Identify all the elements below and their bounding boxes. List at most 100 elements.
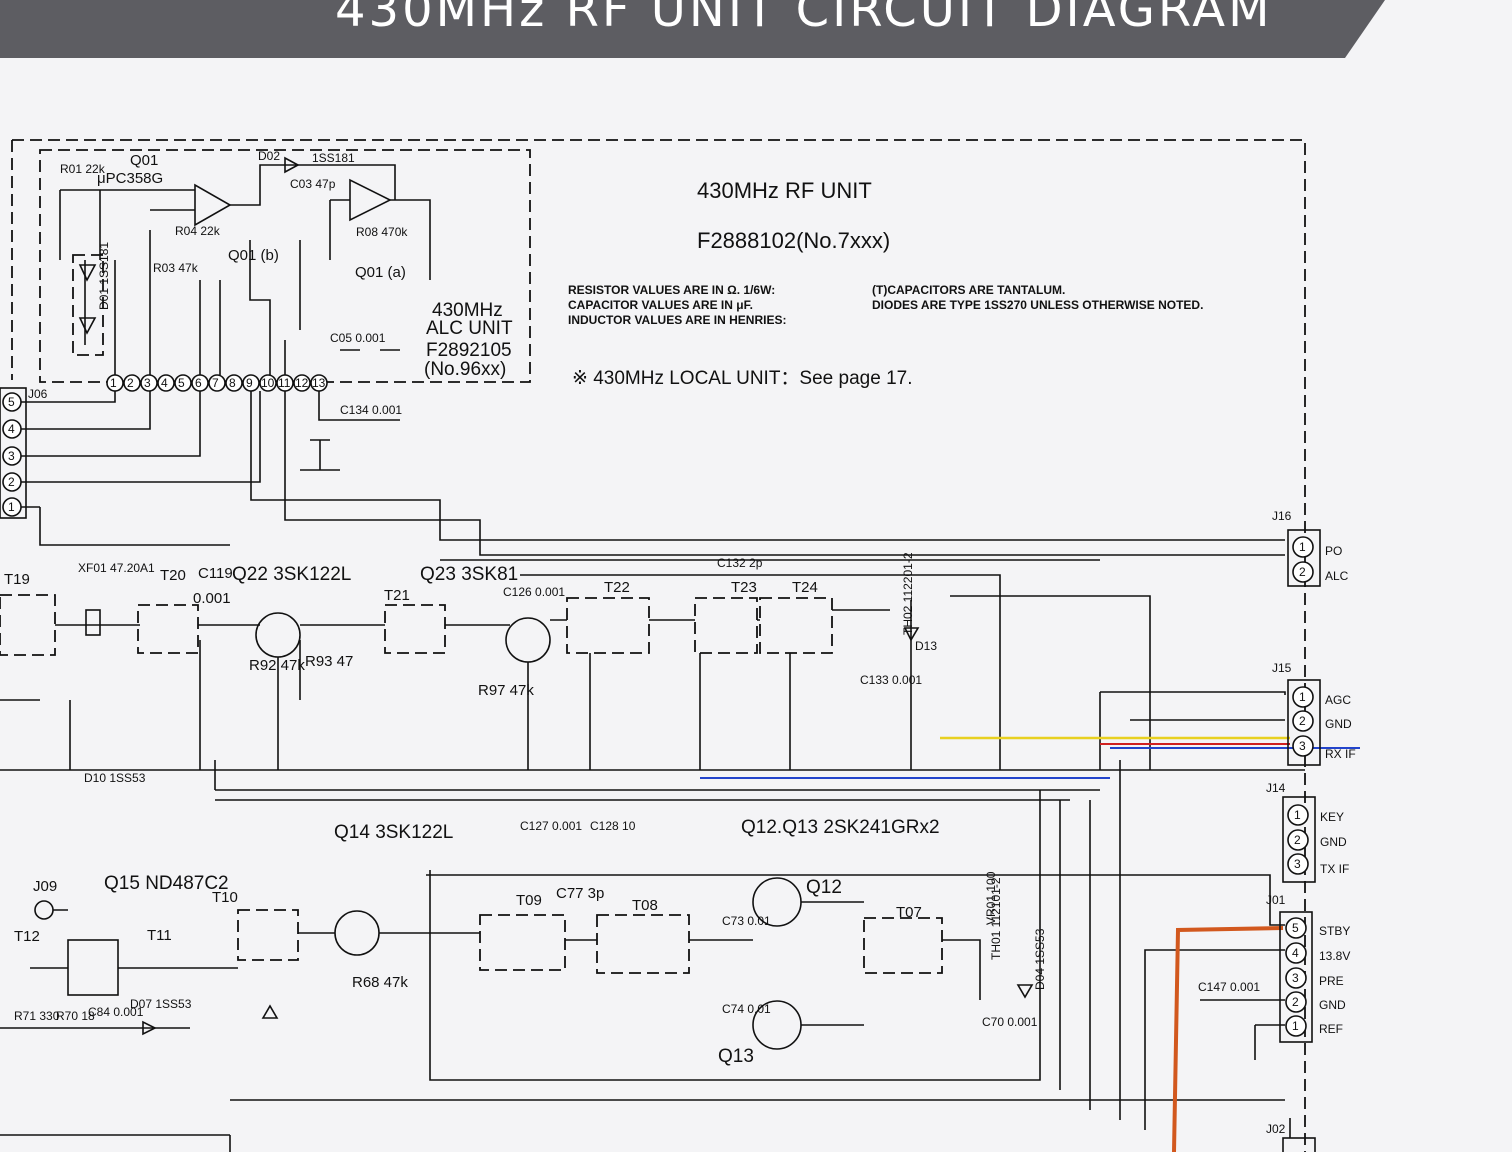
j06-connector <box>0 387 27 519</box>
alc-unit-name-1: 430MHz <box>432 300 503 321</box>
alc-pin-5: 5 <box>178 376 185 390</box>
j01-pin-3: 3 <box>1292 971 1299 985</box>
label-q01: Q01 <box>130 152 158 169</box>
label-d01: D01 1SS181 <box>97 242 111 310</box>
j01-sig-pre: PRE <box>1319 974 1344 988</box>
label-t21: T21 <box>384 587 410 604</box>
t21-box <box>384 604 446 654</box>
label-j16: J16 <box>1272 509 1292 523</box>
j16-connector <box>1287 529 1321 587</box>
banner-shape <box>0 0 1385 58</box>
label-t22: T22 <box>604 579 630 596</box>
j14-connector <box>1282 796 1316 883</box>
label-c133: C133 0.001 <box>860 673 922 687</box>
label-q23: Q23 3SK81 <box>420 564 518 585</box>
note-capacitors: CAPACITOR VALUES ARE IN μF. <box>568 298 753 312</box>
label-c127: C127 0.001 <box>520 819 582 833</box>
j02-connector <box>1282 1137 1316 1152</box>
title-banner: 430MHz RF UNIT CIRCUIT DIAGRAM <box>0 0 1512 58</box>
j16-pin-1: 1 <box>1299 540 1306 554</box>
t08-box <box>596 914 690 974</box>
t07-box <box>863 917 943 974</box>
d01-diode-b <box>78 317 97 335</box>
label-r97: R97 47k <box>478 682 534 699</box>
alc-pin-4: 4 <box>161 376 168 390</box>
q22-symbol <box>255 612 301 658</box>
note-inductors: INDUCTOR VALUES ARE IN HENRIES: <box>568 313 786 327</box>
j01-pin-5: 5 <box>1292 921 1299 935</box>
t19-box <box>0 594 56 656</box>
j15-pin-3: 3 <box>1299 739 1306 753</box>
label-r70: R70 18 <box>56 1009 95 1023</box>
label-th02: TH02 112201-2 <box>901 552 915 635</box>
label-j06: J06 <box>28 387 48 401</box>
t23-box <box>694 597 758 654</box>
note-tantalum: (T)CAPACITORS ARE TANTALUM. <box>872 283 1065 297</box>
note-diodes: DIODES ARE TYPE 1SS270 UNLESS OTHERWISE … <box>872 298 1203 312</box>
label-c147: C147 0.001 <box>1198 980 1260 994</box>
alc-pin-12: 12 <box>295 376 309 390</box>
q23-symbol <box>505 617 551 663</box>
label-t08: T08 <box>632 897 658 914</box>
t09-box <box>479 914 566 971</box>
alc-pin-3: 3 <box>144 376 151 390</box>
j06-pin-5: 5 <box>8 395 15 409</box>
alc-unit-name-2: ALC UNIT <box>426 318 513 339</box>
label-c70: C70 0.001 <box>982 1015 1038 1029</box>
label-c05: C05 0.001 <box>330 331 386 345</box>
j15-sig-gnd: GND <box>1325 717 1352 731</box>
label-r03: R03 47k <box>153 261 199 275</box>
wire-orange-stby <box>1172 926 1284 1152</box>
label-r01: R01 22k <box>60 162 106 176</box>
j14-pin-2: 2 <box>1294 833 1301 847</box>
label-c77: C77 3p <box>556 885 604 902</box>
label-xf01: XF01 47.20A1 <box>78 561 155 575</box>
d01-diode-a <box>78 264 97 282</box>
j06-pin-2: 2 <box>8 475 15 489</box>
j16-sig-po: PO <box>1325 544 1342 558</box>
alc-unit-serial: (No.96xx) <box>424 359 506 380</box>
j14-sig-gnd: GND <box>1320 835 1347 849</box>
label-j09: J09 <box>33 878 57 895</box>
label-c132: C132 2p <box>717 556 763 570</box>
d02-diode <box>284 156 300 174</box>
label-q13: Q13 <box>718 1046 754 1067</box>
label-c74: C74 0.01 <box>722 1002 771 1016</box>
j14-pin-1: 1 <box>1294 808 1301 822</box>
j16-sig-alc: ALC <box>1325 569 1349 583</box>
label-r93: R93 47 <box>305 653 353 670</box>
label-r71: R71 330 <box>14 1009 60 1023</box>
local-unit-reference: ※ 430MHz LOCAL UNIT：See page 17. <box>572 368 912 389</box>
label-t11: T11 <box>147 927 172 944</box>
alc-pin-10: 10 <box>261 376 275 390</box>
label-th01: TH01 112101-2 <box>989 877 1003 960</box>
label-j15: J15 <box>1272 661 1292 675</box>
j15-connector <box>1287 679 1321 766</box>
label-t20: T20 <box>160 567 186 584</box>
label-j02: J02 <box>1266 1122 1286 1136</box>
label-d13: D13 <box>915 639 937 653</box>
j01-pin-4: 4 <box>1292 946 1299 960</box>
alc-connector <box>106 374 328 392</box>
label-d02: D02 <box>258 149 280 163</box>
j01-sig-gnd: GND <box>1319 998 1346 1012</box>
label-t24: T24 <box>792 579 818 596</box>
alc-pin-1: 1 <box>110 376 117 390</box>
label-r04: R04 22k <box>175 224 221 238</box>
label-t09: T09 <box>516 892 542 909</box>
label-q22: Q22 3SK122L <box>232 564 351 585</box>
j16-pin-2: 2 <box>1299 565 1306 579</box>
j01-pin-1: 1 <box>1292 1019 1299 1033</box>
j01-sig-13v8: 13.8V <box>1319 949 1350 963</box>
j06-pin-1: 1 <box>8 500 15 514</box>
alc-pin-7: 7 <box>212 376 219 390</box>
j14-sig-txif: TX IF <box>1320 862 1349 876</box>
j14-pin-3: 3 <box>1294 857 1301 871</box>
j01-connector <box>1279 911 1313 1043</box>
opamp-q01a-symbol <box>349 178 392 222</box>
rf-unit-name: 430MHz RF UNIT <box>697 178 872 203</box>
label-vr01: VR01 100 <box>984 871 998 925</box>
alc-pin-11: 11 <box>278 376 291 390</box>
label-c128: C128 10 <box>590 819 636 833</box>
opamp-q01b-symbol <box>194 183 232 227</box>
